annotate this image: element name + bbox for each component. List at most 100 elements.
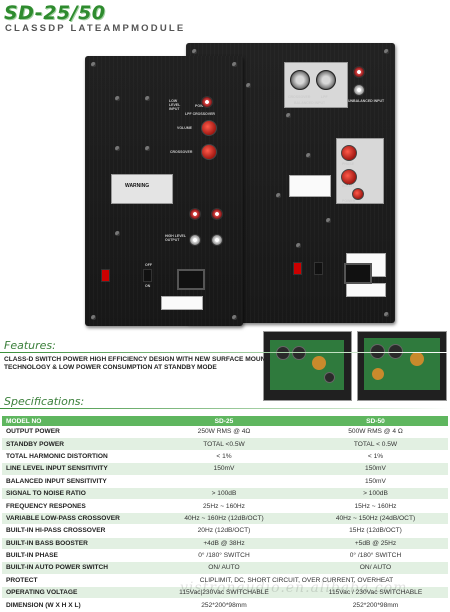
warning-plate xyxy=(111,174,173,204)
sd50-value: ON/ AUTO xyxy=(303,561,448,575)
table-row: BUILT-IN BASS BOOSTER +4dB @ 38Hz +5dB @… xyxy=(2,537,448,550)
row-label: BUILT-IN AUTO POWER SWITCH xyxy=(2,561,145,575)
header-sd25: SD-25 xyxy=(145,416,303,426)
sd25-value: 0° /180° SWITCH xyxy=(145,549,303,563)
left-label-volume: VOLUME xyxy=(177,126,192,130)
sd50-value: 40Hz ~ 150Hz (24dB/OCT) xyxy=(303,512,448,526)
features-divider xyxy=(0,352,450,353)
right-label-power: POWER xyxy=(342,199,356,203)
row-label: FREQUENCY RESPONES xyxy=(2,499,145,513)
sd50-value: TOTAL < 0.5W xyxy=(303,437,448,451)
table-row: DIMENSION (W X H X L) 252*200*98mm 252*2… xyxy=(2,598,448,612)
table-row: TOTAL HARMONIC DISTORTION < 1% < 1% xyxy=(2,450,448,464)
voltage-switch xyxy=(293,262,302,275)
right-label-balanced-input: BALANCED INPUT xyxy=(294,101,326,105)
table-row: VARIABLE LOW-PASS CROSSOVER 40Hz ~ 160Hz… xyxy=(2,512,448,526)
table-row: PROTECT CLIPLIMIT, DC, SHORT CIRCUIT, OV… xyxy=(2,574,448,588)
row-label: LINE LEVEL INPUT SENSITIVITY xyxy=(2,462,145,476)
row-label: BUILT-IN PHASE xyxy=(2,549,145,563)
left-label-crossover: CROSSOVER xyxy=(170,150,193,154)
sd50-value: 15Hz ~ 160Hz xyxy=(303,499,448,513)
row-label: PROTECT xyxy=(2,574,145,588)
sd50-value: 252*200*98mm xyxy=(303,598,448,612)
sd25-value: 20Hz (12dB/OCT) xyxy=(145,524,303,538)
row-label: STANDBY POWER xyxy=(2,437,145,451)
spec-sticker xyxy=(289,175,331,197)
sd25-value: TOTAL <0.5W xyxy=(145,437,303,451)
row-label: BALANCED INPUT SENSITIVITY xyxy=(2,475,145,488)
sd50-value: < 1% xyxy=(303,450,448,464)
watermark: vistronaudio.en.alibaba.com xyxy=(180,580,408,596)
sd50-value: 0° /180° SWITCH xyxy=(303,549,448,563)
specifications-heading: Specifications: xyxy=(4,395,85,408)
sd25-value: < 1% xyxy=(145,450,303,464)
row-label: BUILT-IN HI-PASS CROSSOVER xyxy=(2,524,145,538)
header-model-no: MODEL NO xyxy=(2,416,145,426)
sd25-value: 40Hz ~ 160Hz (12dB/OCT) xyxy=(145,512,303,526)
page-subtitle: CLASSDP LATEAMPMODULE xyxy=(5,23,186,34)
power-switch xyxy=(314,262,323,275)
power-inlet xyxy=(177,269,205,290)
table-row: BUILT-IN HI-PASS CROSSOVER 20Hz (12dB/OC… xyxy=(2,524,448,538)
voltage-switch xyxy=(101,269,110,282)
features-heading: Features: xyxy=(4,339,56,352)
row-label: SIGNAL TO NOISE RATIO xyxy=(2,487,145,501)
row-label: TOTAL HARMONIC DISTORTION xyxy=(2,450,145,464)
right-label-boost: BOOST xyxy=(342,184,355,188)
sd50-value: > 100dB xyxy=(303,487,448,501)
table-row: STANDBY POWER TOTAL <0.5W TOTAL < 0.5W xyxy=(2,437,448,451)
table-row: SIGNAL TO NOISE RATIO > 100dB > 100dB xyxy=(2,487,448,501)
sd25-module-photo: POWER LOW LEVEL INPUT LPF CROSSOVER VOLU… xyxy=(85,56,243,326)
row-label: DIMENSION (W X H X L) xyxy=(2,598,145,612)
right-label-lpf: LPF xyxy=(321,95,328,99)
fuse-sticker xyxy=(346,283,386,297)
sd50-value: 115Vac / 230Vac SWITCHABLE xyxy=(303,586,448,600)
sd25-value: 25Hz ~ 160Hz xyxy=(145,499,303,513)
xlr-input-connector xyxy=(316,70,336,90)
table-row: FREQUENCY RESPONES 25Hz ~ 160Hz 15Hz ~ 1… xyxy=(2,499,448,513)
header-sd50: SD-50 xyxy=(303,416,448,426)
spec-table-header: MODEL NO SD-25 SD-50 xyxy=(2,416,448,426)
page-title: SD-25/50 xyxy=(4,2,106,24)
fuse-sticker xyxy=(161,296,203,310)
power-inlet xyxy=(344,263,372,284)
sd25-value: +4dB @ 38Hz xyxy=(145,537,303,550)
sd25-value: 252*200*98mm xyxy=(145,598,303,612)
row-label: OPERATING VOLTAGE xyxy=(2,586,145,600)
sd25-value: 115Vac|230Vac SWITCHABLE xyxy=(145,586,303,600)
sd25-value: ON/ AUTO xyxy=(145,561,303,575)
spec-table: MODEL NO SD-25 SD-50 OUTPUT POWER 250W R… xyxy=(2,416,448,612)
table-row: OUTPUT POWER 250W RMS @ 4Ω 500W RMS @ 4 … xyxy=(2,426,448,439)
left-label-low-level-input: LOW LEVEL INPUT xyxy=(169,99,181,111)
features-text: CLASS-D SWITCH POWER HIGH EFFICIENCY DES… xyxy=(4,356,270,371)
left-label-off: OFF xyxy=(145,263,152,267)
left-label-warning: WARNING xyxy=(125,183,150,189)
sd50-value: 150mV xyxy=(303,475,448,488)
table-row: OPERATING VOLTAGE 115Vac|230Vac SWITCHAB… xyxy=(2,586,448,600)
sd25-value: 150mV xyxy=(145,462,303,476)
sd50-value: 500W RMS @ 4 Ω xyxy=(303,426,448,439)
xlr-input-connector xyxy=(290,70,310,90)
table-row: BALANCED INPUT SENSITIVITY 150mV xyxy=(2,475,448,488)
sd25-value: > 100dB xyxy=(145,487,303,501)
pcb-photo-1 xyxy=(263,331,352,401)
table-row: BUILT-IN PHASE 0° /180° SWITCH 0° /180° … xyxy=(2,549,448,563)
right-label-crossover: CROSSOVER xyxy=(288,95,311,99)
table-row: BUILT-IN AUTO POWER SWITCH ON/ AUTO ON/ … xyxy=(2,561,448,575)
row-label: OUTPUT POWER xyxy=(2,426,145,439)
left-label-on: ON xyxy=(145,284,151,288)
left-label-lpf-crossover: LPF CROSSOVER xyxy=(185,112,215,116)
specifications-divider xyxy=(0,408,450,409)
protect-value: CLIPLIMIT, DC, SHORT CIRCUIT, OVER CURRE… xyxy=(145,574,448,588)
row-label: VARIABLE LOW-PASS CROSSOVER xyxy=(2,512,145,526)
pcb-photo-2 xyxy=(357,331,447,401)
right-label-phase: PHASE xyxy=(342,162,355,166)
left-label-high-level-output: HIGH LEVEL OUTPUT xyxy=(165,234,186,242)
sd50-value: +5dB @ 25Hz xyxy=(303,537,448,550)
sd25-value xyxy=(145,475,303,488)
sd50-value: 150mV xyxy=(303,462,448,476)
table-row: LINE LEVEL INPUT SENSITIVITY 150mV 150mV xyxy=(2,462,448,476)
power-switch xyxy=(143,269,152,282)
right-label-unbalanced-input: UNBALANCED INPUT xyxy=(348,99,385,103)
row-label: BUILT-IN BASS BOOSTER xyxy=(2,537,145,550)
